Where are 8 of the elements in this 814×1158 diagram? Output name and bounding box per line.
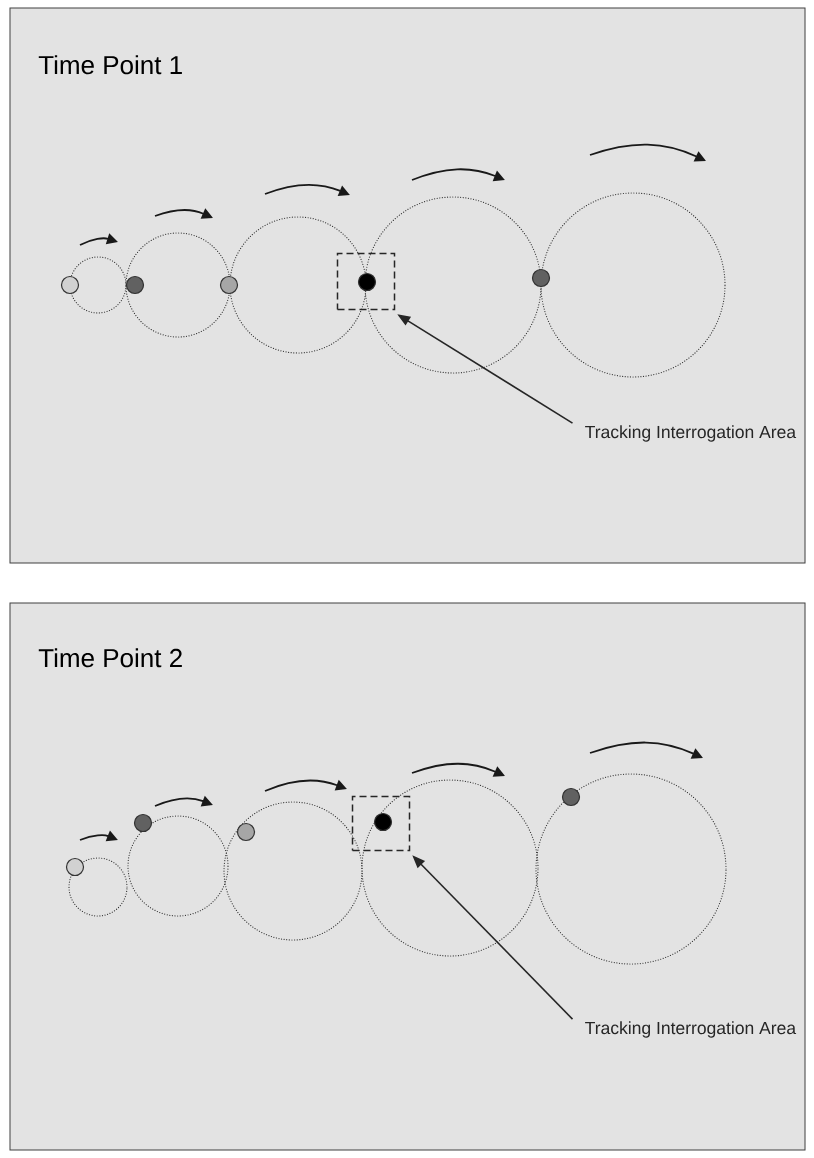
callout-text: Tracking Interrogation Area xyxy=(585,1021,797,1038)
callout-text: Tracking Interrogation Area xyxy=(585,425,797,442)
panel xyxy=(9,602,806,1151)
dashed-frame xyxy=(351,795,411,852)
panel-title: Time Point 2 xyxy=(38,648,182,668)
dashed-frame xyxy=(336,252,396,311)
panel-title: Time Point 1 xyxy=(38,55,182,75)
panel xyxy=(9,7,806,564)
